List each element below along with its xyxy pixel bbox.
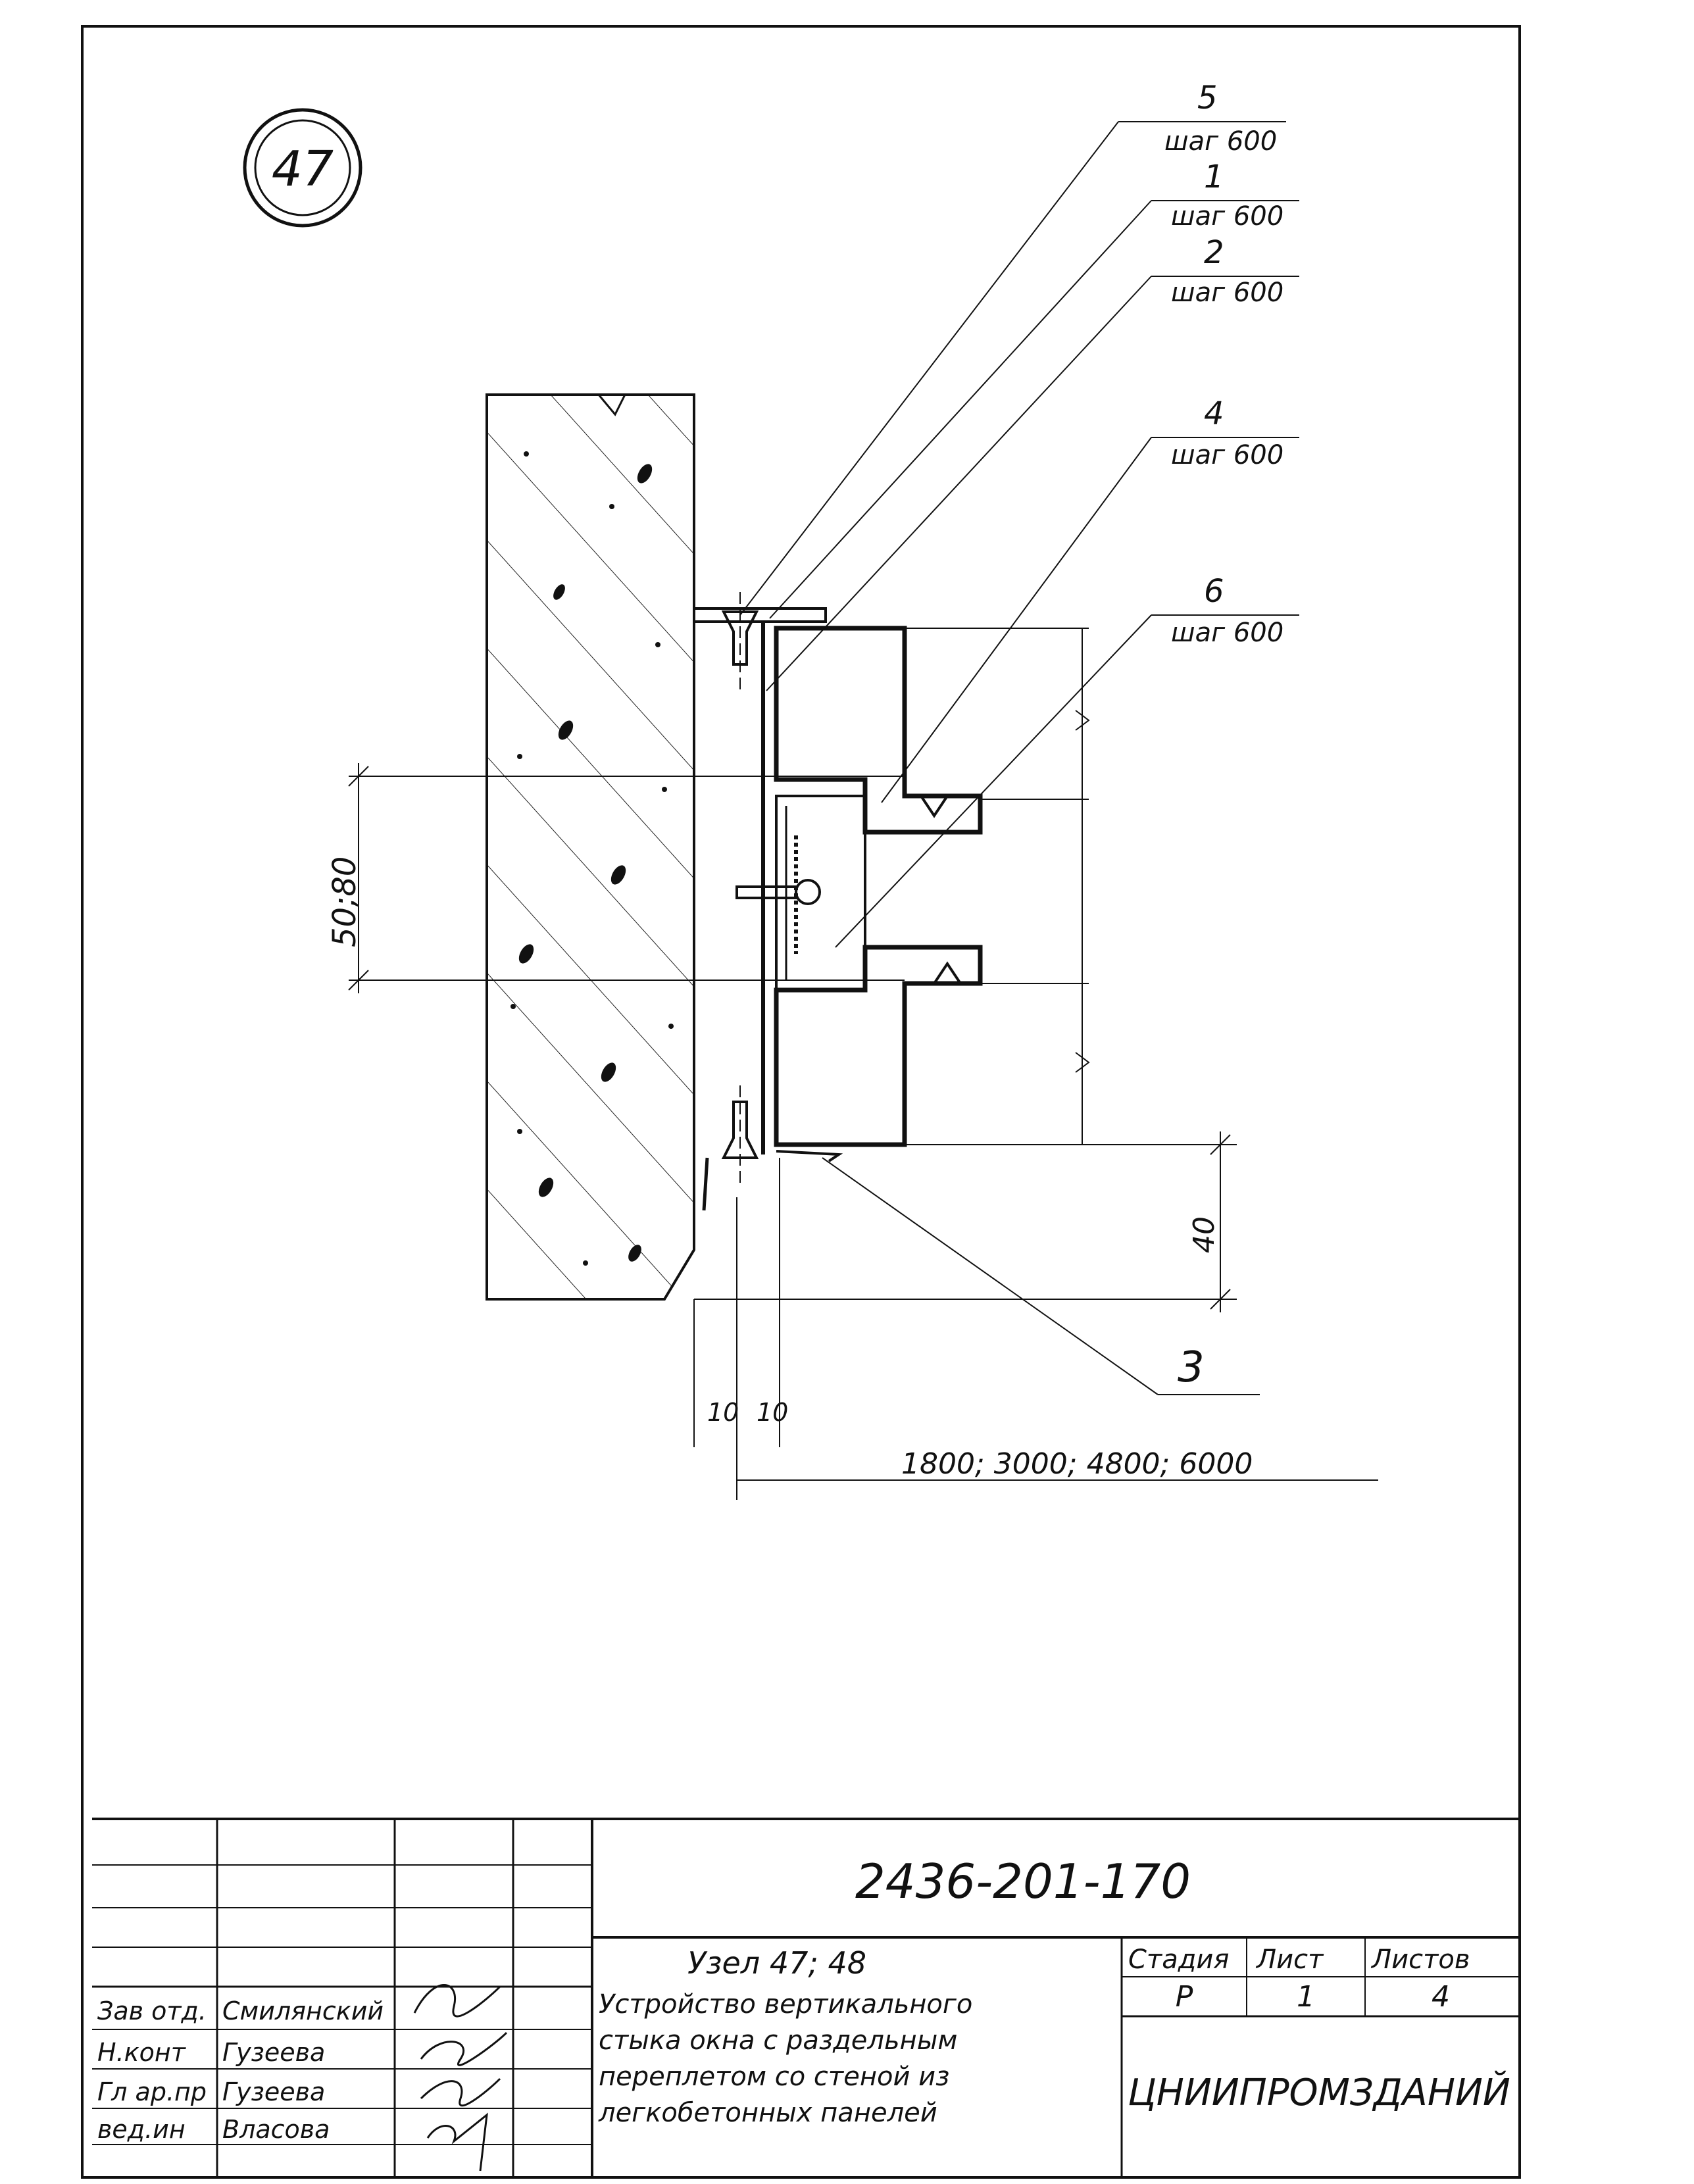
callout-1-note: шаг 600	[1171, 201, 1283, 232]
upper-screw-icon	[721, 592, 759, 691]
signature-role-3: Гл ар.пр	[97, 2077, 207, 2106]
dimension-gap-a: 10	[707, 1398, 739, 1427]
signature-name-1: Смилянский	[222, 1997, 384, 2025]
wall-plate	[693, 607, 827, 623]
handwritten-signatures	[413, 1984, 508, 2172]
callout-1-number: 1	[1204, 159, 1224, 195]
sheet-value: 1	[1297, 1980, 1315, 2014]
sheet-frame	[81, 25, 1521, 2179]
title-block	[92, 1818, 1520, 2177]
callout-labels: 5 шаг 600 1 шаг 600 2 шаг 600 4 шаг 600 …	[1164, 80, 1283, 1392]
upper-glazing-bead	[920, 795, 949, 818]
stage-label: Стадия	[1128, 1945, 1229, 1975]
stage-value: Р	[1176, 1980, 1193, 2014]
document-code: 2436-201-170	[855, 1854, 1191, 1909]
dimension-window-widths: 1800; 3000; 4800; 6000	[901, 1447, 1253, 1481]
title-line-3: переплетом со стеной из	[599, 2062, 949, 2092]
callout-4-number: 4	[1204, 395, 1224, 432]
signature-role-2: Н.конт	[97, 2038, 187, 2067]
lower-frame-profile	[774, 945, 983, 1147]
node-number: 47	[272, 141, 334, 197]
upper-frame-profile	[774, 626, 983, 835]
callout-5-number: 5	[1197, 80, 1218, 116]
organization-name: ЦНИИПРОМЗДАНИЙ	[1128, 2072, 1510, 2114]
dimension-gap-b: 10	[757, 1398, 788, 1427]
signature-role-1: Зав отд.	[97, 1997, 207, 2025]
title-block-texts: 2436-201-170 Узел 47; 48 Устройство верт…	[97, 1854, 1510, 2144]
middle-screw-icon	[735, 879, 821, 905]
dimension-lines	[348, 628, 1378, 1500]
lower-screw-icon	[721, 1085, 759, 1184]
dimension-labels: 50;80 40 10 10 1800; 3000; 4800; 6000	[326, 856, 1253, 1481]
bottom-flashing	[702, 1157, 709, 1211]
sheets-label: Листов	[1370, 1945, 1470, 1975]
callout-4-note: шаг 600	[1171, 440, 1283, 470]
concrete-wall-panel	[486, 393, 695, 1301]
callout-5-note: шаг 600	[1164, 126, 1277, 157]
node-number-badge: 47	[243, 108, 362, 228]
signature-name-2: Гузеева	[222, 2038, 325, 2067]
leader-lines	[739, 121, 1299, 1395]
window-frame-profiles	[693, 607, 983, 1211]
dimension-bottom-offset: 40	[1187, 1216, 1221, 1253]
lower-glazing-bead	[933, 961, 962, 985]
title-heading: Узел 47; 48	[687, 1945, 866, 1981]
spacer-insert	[775, 795, 866, 991]
dimension-opening-gap: 50;80	[326, 856, 363, 947]
callout-2-number: 2	[1204, 234, 1224, 271]
sheet-label: Лист	[1255, 1945, 1324, 1975]
callout-2-note: шаг 600	[1171, 278, 1283, 308]
callout-3-number: 3	[1178, 1343, 1205, 1392]
signature-name-3: Гузеева	[222, 2077, 325, 2106]
title-line-2: стыка окна с раздельным	[599, 2025, 957, 2056]
signature-name-4: Власова	[222, 2115, 330, 2144]
sheets-value: 4	[1432, 1980, 1450, 2014]
title-line-4: легкобетонных панелей	[598, 2098, 937, 2128]
callout-6-note: шаг 600	[1171, 618, 1283, 648]
callout-6-number: 6	[1204, 573, 1224, 610]
signature-role-4: вед.ин	[97, 2115, 186, 2144]
title-line-1: Устройство вертикального	[599, 1989, 972, 2020]
